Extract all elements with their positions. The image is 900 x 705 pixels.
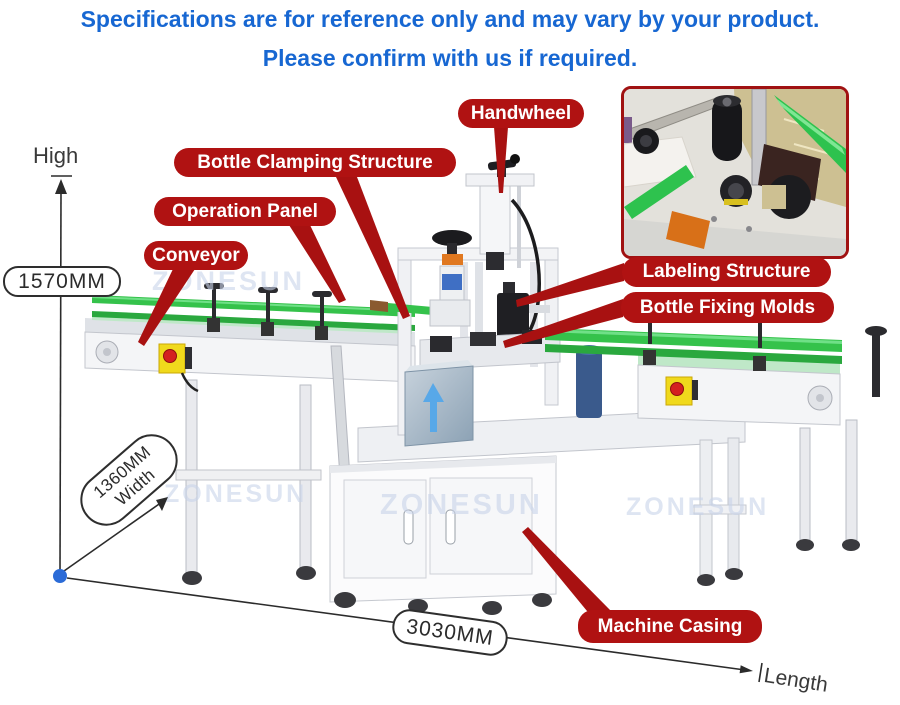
dimension-arrowheads [55,179,753,674]
callout-machine-casing: Machine Casing [578,610,762,643]
callout-operation-panel: Operation Panel [154,197,336,226]
machine-casing-cabinet [329,455,557,615]
dimension-origin-dot [53,569,67,583]
left-emergency-stop [158,343,199,393]
inset-illustration [624,89,846,256]
inset-green-rail [774,95,846,173]
blue-arrow-box [404,360,474,447]
red-leader-lines [138,127,624,611]
inset-green-rail [624,165,694,219]
callout-bottle-fixing-molds: Bottle Fixing Molds [621,292,834,323]
adjustment-knob [432,230,472,303]
cabinet-door-handle [445,509,456,545]
rail-adjuster-knobs [204,283,332,340]
height-dimension-pill: 1570MM [3,266,121,297]
callout-labeling-structure: Labeling Structure [622,257,831,287]
left-conveyor-stand [175,379,322,585]
right-emergency-stop [665,376,698,406]
right-conveyor [545,311,887,551]
handwheel-tower [465,154,541,331]
disclaimer-title-line1: Specifications are for reference only an… [80,6,820,32]
zonesun-watermark: ZONESUN [164,480,308,508]
zonesun-watermark: ZONESUN [626,493,770,521]
callout-bottle-clamping-structure: Bottle Clamping Structure [174,148,456,177]
inset-label-roller [712,97,742,161]
cabinet-door-handle [403,509,414,545]
zonesun-watermark: ZONESUN [380,489,543,521]
labeling-structure-inset-photo [621,86,849,259]
callout-conveyor: Conveyor [144,241,248,270]
height-axis-label: High [33,143,79,168]
disclaimer-title-line2: Please confirm with us if required. [262,45,638,71]
up-arrow-icon [430,398,437,432]
callout-handwheel: Handwheel [458,99,584,128]
